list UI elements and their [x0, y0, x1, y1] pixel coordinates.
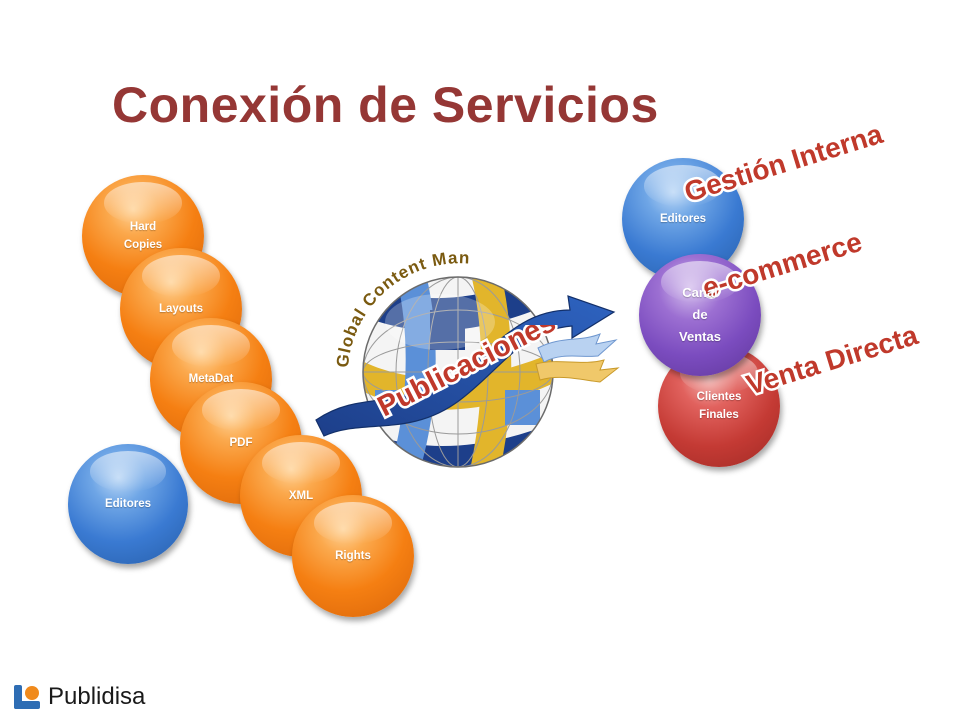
canal-ventas-label: Canal de Ventas: [679, 285, 721, 344]
hard-copies-label: Hard Copies: [123, 221, 163, 251]
pdf-label: PDF: [229, 437, 253, 449]
e-commerce-label: e-commerce: [699, 226, 866, 304]
publidisa-logo-mark: [14, 685, 40, 709]
slide-title: Conexión de Servicios: [112, 77, 659, 133]
layouts-label: Layouts: [158, 303, 204, 315]
rights-ball: Rights: [292, 495, 414, 617]
globe-graphic: Global Content Manager: [300, 240, 620, 468]
publidisa-logo: Publidisa: [12, 683, 145, 711]
publidisa-wordmark: Publidisa: [48, 683, 146, 710]
side-labels-svg: Gestión Interna e-commerce Venta Directa: [678, 120, 924, 403]
gestion-interna-label: Gestión Interna: [681, 120, 887, 208]
venta-directa-label: Venta Directa: [743, 319, 922, 401]
publicaciones-label: Publicaciones: [373, 325, 561, 423]
rights-label: Rights: [335, 550, 371, 562]
right-editores-label: Editores: [659, 213, 706, 225]
left-editores-label: Editores: [104, 498, 151, 510]
xml-label: XML: [288, 490, 314, 502]
left-editores-ball: Editores: [68, 444, 188, 564]
metadata-label: MetaDat: [188, 373, 234, 385]
publicaciones-label-svg: Publicaciones: [370, 325, 563, 426]
clientes-finales-label: Clientes Finales: [696, 391, 742, 421]
